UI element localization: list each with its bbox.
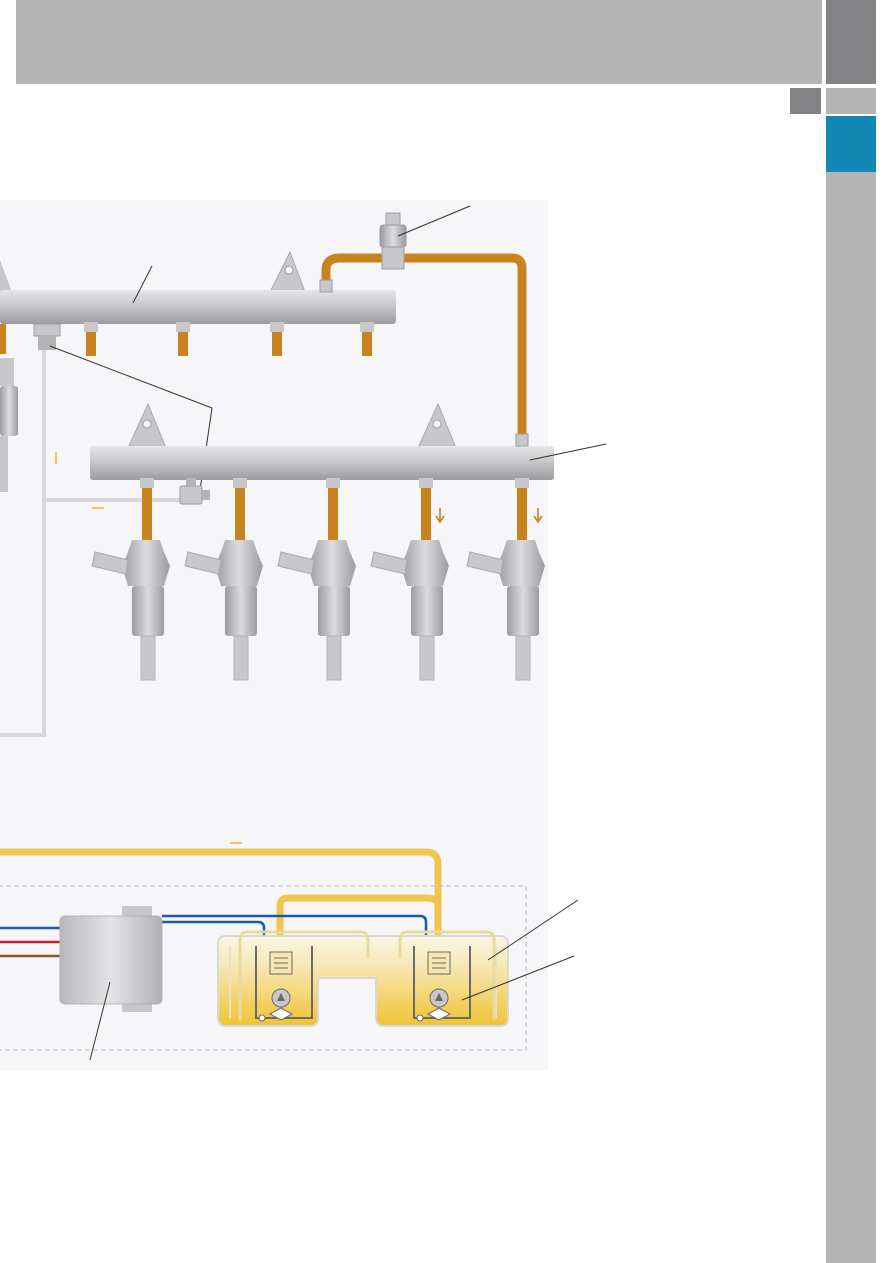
callout-line-rail-lower	[529, 443, 607, 461]
corner-block	[826, 0, 876, 84]
side-strip	[826, 116, 876, 1263]
pump-module-right	[413, 946, 471, 1022]
return-line	[0, 348, 46, 737]
callout-line-control-unit	[89, 981, 111, 1061]
injector-partial-left	[0, 358, 18, 492]
fuel-rail-lower	[90, 402, 554, 480]
injector-2	[184, 478, 263, 681]
injector-5	[466, 478, 545, 681]
pressure-sensor	[379, 212, 407, 270]
suction-lines	[238, 930, 496, 1020]
side-tab[interactable]	[826, 116, 876, 172]
callout-line-rail-upper	[132, 265, 153, 304]
low-pressure-bridge	[276, 894, 442, 960]
callout-line-valve-a	[49, 345, 213, 409]
low-pressure-line	[0, 848, 442, 960]
injector-1	[91, 478, 170, 681]
pump-wiring	[0, 914, 428, 990]
callout-line-pump	[461, 955, 575, 1001]
tank-boundary	[0, 885, 527, 1051]
high-pressure-pipe	[321, 253, 527, 440]
injector-3	[277, 478, 356, 681]
fuel-rail-upper	[0, 250, 396, 350]
marker-square-light	[826, 88, 876, 114]
callout-line-sensor	[397, 205, 471, 237]
marker-square	[790, 88, 821, 114]
header-bar	[16, 0, 822, 84]
injector-4	[370, 478, 449, 681]
fuel-pump-control-unit	[59, 906, 163, 1012]
upper-injector-stubs	[0, 322, 374, 356]
callout-line-tank	[487, 899, 579, 961]
pressure-valve	[179, 478, 210, 505]
pump-module-left	[255, 946, 313, 1022]
